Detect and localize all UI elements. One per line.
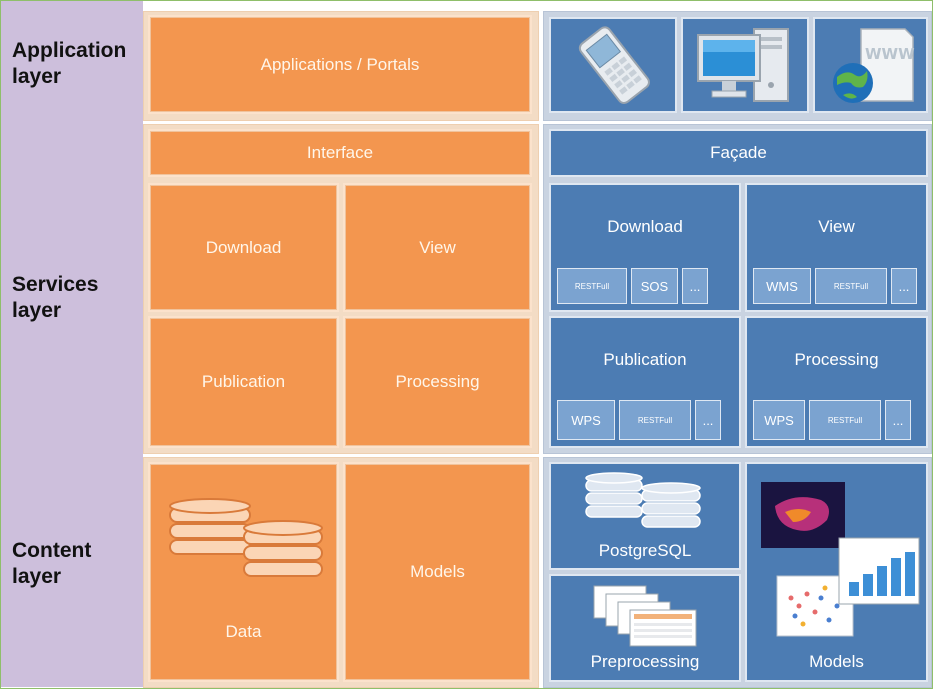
view-box-left: View — [343, 183, 532, 312]
view-restfull-chip: RESTFull — [815, 268, 887, 304]
database-icon — [585, 472, 701, 528]
processing-box-left: Processing — [343, 316, 532, 448]
download-more-chip: ... — [682, 268, 708, 304]
mobile-phone-icon — [578, 26, 650, 104]
www-text: WWW — [865, 45, 915, 63]
facade-box: Façade — [549, 129, 928, 177]
publication-title-right: Publication — [603, 350, 687, 369]
data-label: Data — [225, 622, 262, 641]
processing-more-chip: ... — [885, 400, 911, 440]
content-layer-label: Content layer — [12, 539, 92, 588]
download-title-right: Download — [607, 217, 683, 236]
desktop-computer-tile — [681, 17, 809, 113]
web-globe-icon: WWW — [832, 28, 915, 103]
processing-title-right: Processing — [794, 350, 879, 369]
models-box-left: Models — [343, 462, 532, 682]
download-box-left: Download — [148, 183, 339, 312]
database-icon — [169, 498, 323, 577]
services-layer-label: Services layer — [12, 273, 99, 322]
desktop-computer-icon — [697, 28, 789, 102]
publication-wps-chip: WPS — [557, 400, 615, 440]
document-stack-icon — [593, 585, 697, 647]
view-wms-chip: WMS — [753, 268, 811, 304]
web-tile: WWW — [813, 17, 928, 113]
publication-restfull-chip: RESTFull — [619, 400, 691, 440]
map-chart-icon — [761, 482, 920, 637]
processing-restfull-chip: RESTFull — [809, 400, 881, 440]
layer-labels-column — [1, 1, 143, 687]
interface-box: Interface — [148, 129, 532, 177]
models-label-right: Models — [809, 652, 864, 671]
publication-more-chip: ... — [695, 400, 721, 440]
mobile-phone-tile — [549, 17, 677, 113]
preprocessing-label: Preprocessing — [590, 652, 700, 671]
view-title-right: View — [818, 217, 855, 236]
applications-portals-box: Applications / Portals — [148, 15, 532, 114]
processing-wps-chip: WPS — [753, 400, 805, 440]
postgresql-label: PostgreSQL — [598, 541, 692, 560]
download-restfull-chip: RESTFull — [557, 268, 627, 304]
application-layer-label: Application layer — [12, 39, 127, 88]
download-sos-chip: SOS — [631, 268, 678, 304]
publication-box-left: Publication — [148, 316, 339, 448]
view-more-chip: ... — [891, 268, 917, 304]
